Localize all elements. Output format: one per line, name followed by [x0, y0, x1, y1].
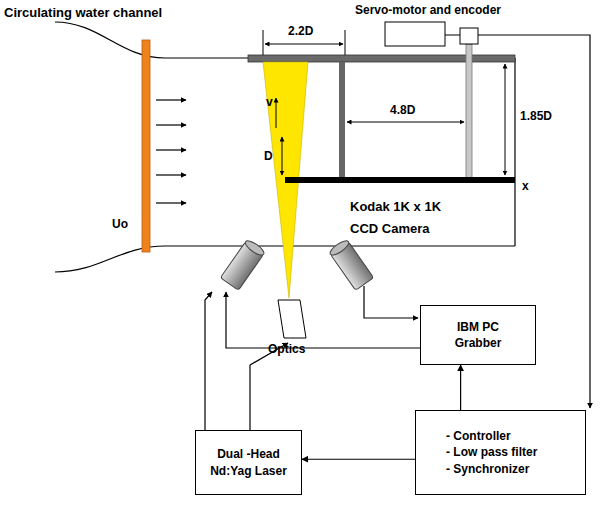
dimension-label: 2.2D — [288, 25, 313, 39]
strut — [339, 62, 345, 178]
encoder — [460, 28, 478, 44]
axis-label: x — [522, 180, 529, 194]
dimension-line — [263, 30, 505, 175]
optics — [278, 300, 306, 338]
beam-wire — [249, 365, 250, 430]
dimension-label: 1.85D — [520, 110, 552, 124]
channel-wall — [55, 22, 515, 58]
part-label: Optics — [268, 343, 305, 357]
process-box: IBM PC Grabber — [420, 305, 536, 365]
process-box: Dual -Head Nd:Yag Laser — [195, 430, 302, 495]
box-text: - Synchronizer — [446, 461, 529, 477]
servo-label: Servo-motor and encoder — [355, 4, 501, 18]
honeycomb — [142, 40, 150, 252]
velocity-label: v — [266, 96, 273, 110]
box-text: Dual -Head Nd:Yag Laser — [207, 446, 291, 478]
camera-wire — [364, 286, 418, 318]
ccd-camera — [220, 238, 266, 290]
camera-label: Kodak 1K x 1K CCD Camera — [350, 196, 468, 240]
camera-wire — [226, 292, 420, 348]
process-box: - Controller- Low pass filter- Synchroni… — [415, 410, 586, 495]
camera-wire — [205, 292, 212, 430]
dimension-label: 4.8D — [390, 104, 415, 118]
drive-shaft — [466, 44, 472, 178]
dimension-label: D — [264, 150, 273, 164]
box-text: IBM PC Grabber — [443, 319, 513, 351]
channel-title: Circulating water channel — [4, 6, 162, 21]
signal-connector — [302, 459, 415, 460]
box-text: - Low pass filter — [446, 444, 537, 460]
top-plate — [248, 55, 515, 62]
ccd-camera — [328, 238, 374, 290]
flow-arrows — [156, 100, 186, 203]
flat-plate — [285, 177, 515, 183]
signal-connector — [460, 365, 461, 410]
velocity-label: Uo — [112, 218, 128, 232]
channel-end — [514, 58, 515, 246]
servo-motor — [385, 22, 445, 46]
box-text: - Controller — [446, 428, 511, 444]
